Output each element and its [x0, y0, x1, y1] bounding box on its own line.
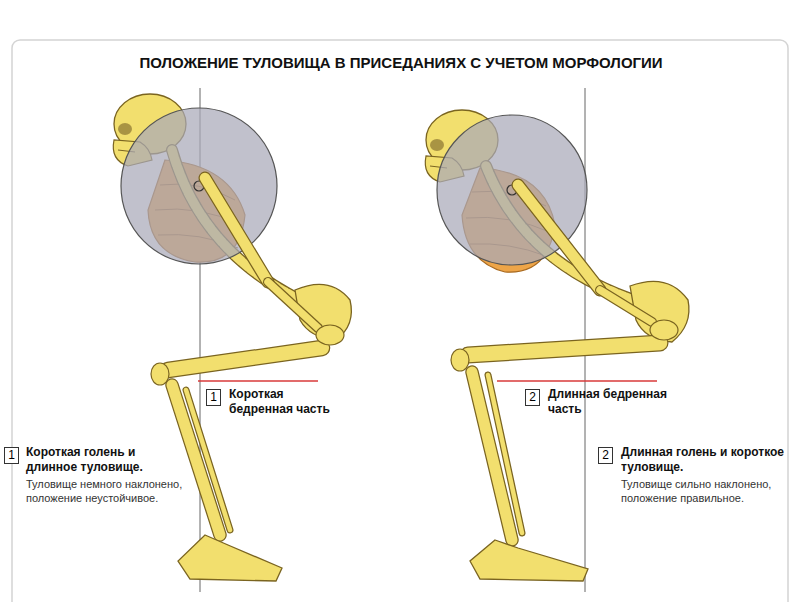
- femur: [468, 343, 660, 355]
- frame: [12, 40, 788, 602]
- femur-outline: [168, 348, 322, 370]
- tibia-outline: [472, 372, 512, 540]
- tibia: [472, 372, 512, 540]
- callout-box: 2: [598, 447, 613, 464]
- humerus: [205, 178, 268, 282]
- foot: [178, 535, 282, 581]
- thigh-length-marker: [198, 380, 318, 382]
- femur: [168, 348, 322, 370]
- humerus-outline: [518, 185, 600, 290]
- forearm-outline: [600, 290, 652, 322]
- label-heading: Короткая бедренная часть: [229, 387, 339, 417]
- hand: [650, 320, 678, 340]
- callout-box: 2: [525, 389, 540, 406]
- foot: [470, 540, 588, 581]
- label-heading: Короткая голень и длинное туловище.: [26, 445, 186, 475]
- label-heading: Длинная бедренная часть: [548, 387, 688, 417]
- forearm: [600, 290, 652, 322]
- humerus: [518, 185, 600, 290]
- forearm-outline: [268, 282, 318, 328]
- humerus-outline: [205, 178, 268, 282]
- tibia: [172, 385, 220, 535]
- callout-number: 2: [602, 449, 609, 462]
- title: ПОЛОЖЕНИЕ ТУЛОВИЩА В ПРИСЕДАНИЯХ С УЧЕТО…: [0, 54, 802, 71]
- hand: [316, 325, 344, 345]
- callout-number: 2: [529, 391, 536, 404]
- label-heading: Длинная голень и короткое туловище.: [621, 445, 786, 475]
- callout-box: 1: [206, 389, 221, 406]
- thigh-length-marker: [497, 380, 657, 382]
- left-skeleton: [113, 94, 351, 581]
- eye-socket: [430, 139, 444, 151]
- callout-number: 1: [210, 391, 217, 404]
- forearm: [268, 282, 318, 328]
- label-note: Туловище немного наклонено, положение не…: [26, 478, 186, 506]
- callout-number: 1: [8, 449, 15, 462]
- barbell-plate: [121, 108, 277, 264]
- tibia-outline: [172, 385, 220, 535]
- kneecap: [451, 349, 469, 371]
- femur-outline: [468, 343, 660, 355]
- label-note: Туловище сильно наклонено, положение пра…: [621, 478, 786, 506]
- callout-box: 1: [4, 447, 19, 464]
- right-skeleton: [425, 110, 689, 581]
- eye-socket: [118, 123, 132, 135]
